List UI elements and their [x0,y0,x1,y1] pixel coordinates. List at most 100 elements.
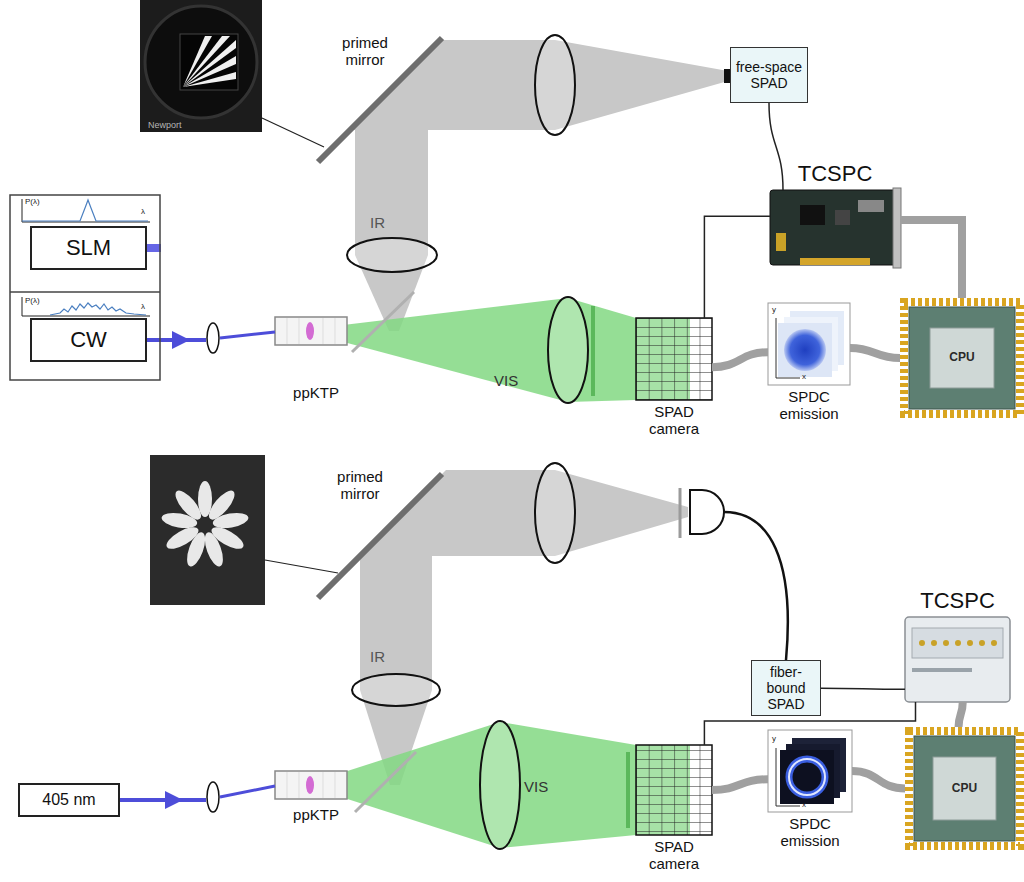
data-cable [712,352,768,367]
box-text: SLM [66,235,111,260]
mask-slit [183,36,230,87]
mask-mount [145,6,257,118]
box-text: CPU [949,351,974,365]
cpu-chip: CPU [905,727,1024,850]
filter [679,488,682,538]
lens [480,721,520,849]
cpu-body [914,736,1015,841]
cpu-pins [909,731,1020,846]
plot-axes [22,297,150,316]
lens [207,323,219,353]
card-chip [858,200,884,212]
part-heading: TCSPC [875,588,1024,613]
box-text: 405 nm [42,791,95,809]
cpu-chip: CPU [900,298,1024,418]
unit-logo [912,668,972,672]
camera-pixels [636,745,712,835]
crystal-poling [287,772,335,798]
mask-slit [183,40,236,87]
card-connector [776,233,786,251]
axis-label: P(λ) [25,296,55,305]
tcspc-card [770,190,896,265]
data-cable [852,771,905,789]
mask-photo [150,455,265,605]
data-cable [850,348,900,358]
mask-aperture [180,34,238,90]
laser-box: 405 nm [18,783,120,817]
mask-petals [160,481,249,569]
panel-divider [10,291,160,293]
pump-beam [220,332,275,338]
filter [626,752,630,828]
image-axes [776,748,800,806]
mask-slit [183,36,212,87]
emission-ring [789,759,825,795]
axis-label: y [772,734,782,743]
emission-disc [784,329,826,371]
optical-fiber [724,512,788,660]
signal-wire [704,216,770,318]
pump-beam [120,798,206,802]
box-text: CW [70,327,107,352]
camera-sensor [636,318,712,400]
cpu-pins [904,302,1020,414]
card-bracket [893,188,901,268]
dichroic-mirror [355,752,416,812]
lens [535,463,575,563]
mask-center [198,518,212,532]
data-cable [712,779,768,790]
part-heading: TCSPC [740,161,930,186]
mask-photo [140,0,262,132]
pump-arrow [165,791,183,809]
lens [347,238,437,272]
laser-box: SLM [30,226,147,270]
pump-stub [147,244,161,252]
crystal-poling [287,318,335,344]
unit-connectors [922,640,994,646]
filter [591,306,595,396]
camera-outline [636,318,712,400]
beam-label: VIS [494,372,534,389]
axis-label: x [802,800,812,809]
tcspc-card: TCSPC [770,190,900,265]
axis-label: λ [141,302,153,311]
box-text: fiber-bound SPAD [756,664,816,712]
fiber-coupler [690,490,724,534]
spectrum-panel [10,195,160,380]
emission-ring [789,759,825,795]
tcspc-unit: TCSPC [905,617,1010,702]
lens [548,297,588,403]
beam-label: VIS [524,778,564,795]
spad-camera: SPAD camera [636,745,712,835]
image-axes [776,318,800,378]
unit-panel [912,628,1003,658]
image-stack [780,750,834,804]
laser-box: CW [30,318,147,362]
signal-wire [769,103,783,190]
spectrum-line [50,303,146,315]
axis-label: λ [141,207,153,216]
mask-petal [201,530,226,569]
pump-arrow [172,331,190,349]
plot-axes [22,199,150,222]
image-frame [768,730,852,812]
image-frame [768,303,850,385]
signal-wire [821,688,905,689]
vis-beam [310,298,636,402]
camera-sensor [636,745,712,835]
tcspc-unit [905,617,1010,702]
crystal [275,771,347,799]
camera-pixels [636,318,712,400]
mirror [318,474,442,598]
axis-label: x [802,372,812,381]
vis-beam [310,722,636,848]
leader-line [262,118,324,147]
card-chip [800,205,825,225]
lens [352,674,440,706]
mask-petal [171,487,205,524]
beam-label: IR [370,214,394,231]
